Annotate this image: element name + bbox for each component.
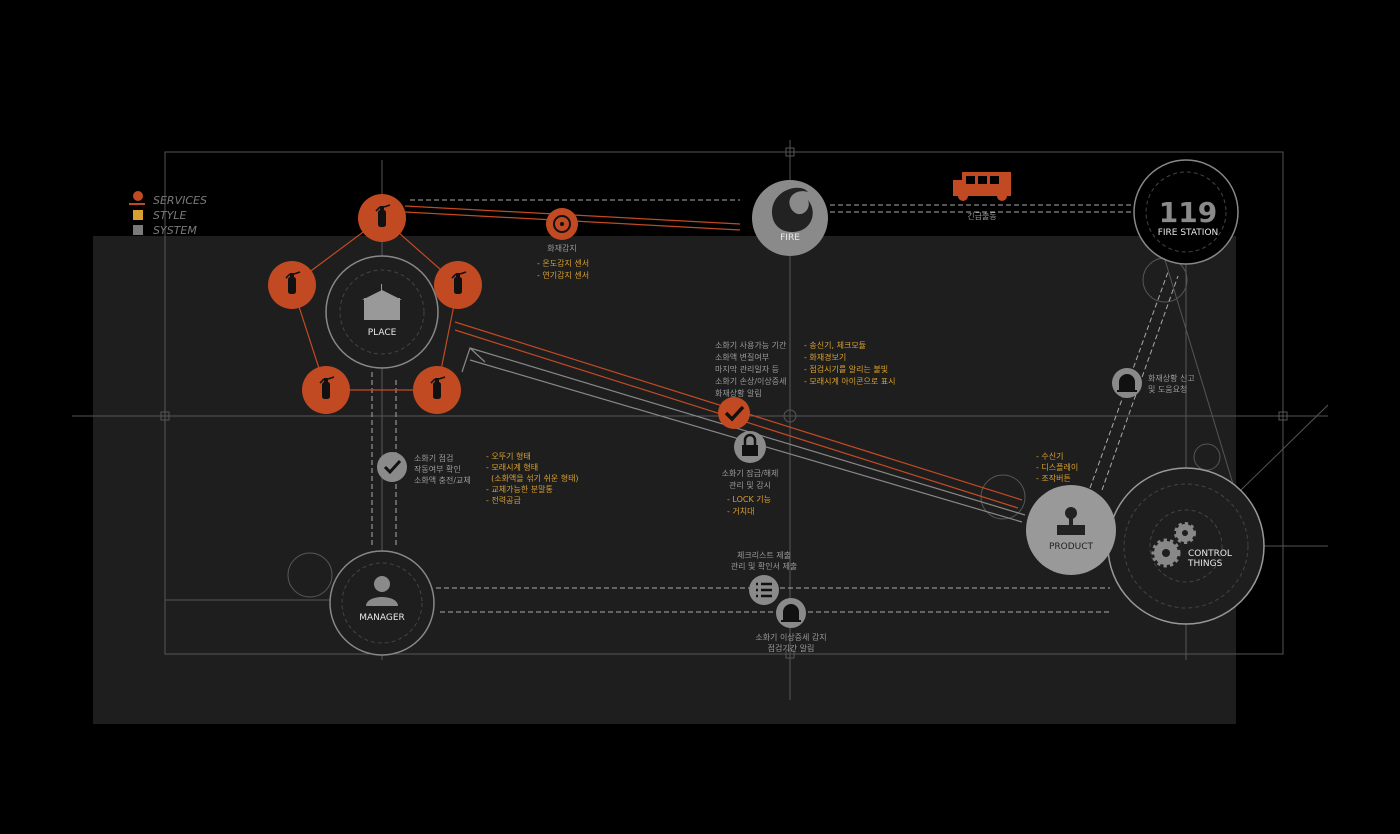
checklist-line: 체크리스트 제출 xyxy=(737,550,791,560)
extinguisher-icon[interactable] xyxy=(413,366,461,414)
form-line: - 전력공급 xyxy=(486,495,521,505)
joystick-icon xyxy=(1057,507,1085,535)
fire-station-label: FIRE STATION xyxy=(1158,228,1219,238)
manager-label: MANAGER xyxy=(359,613,405,623)
gears-icon xyxy=(1151,522,1196,568)
siren-icon[interactable] xyxy=(1112,368,1142,398)
control-part: - 디스플레이 xyxy=(1036,462,1078,472)
form-line: (소화액을 섞기 쉬운 형태) xyxy=(486,473,579,483)
control-things-node[interactable]: CONTROL THINGS xyxy=(1107,467,1265,625)
check-icon[interactable] xyxy=(377,452,407,482)
inspection-line: 작동여부 확인 xyxy=(414,464,461,474)
lock-item: - LOCK 기능 xyxy=(727,495,771,504)
square-icon xyxy=(133,210,143,220)
feature-line: - 모래시계 아이콘으로 표시 xyxy=(804,376,895,386)
fire-node[interactable]: FIRE xyxy=(752,180,828,256)
alert-line: 소화기 이상증세 감지 xyxy=(755,632,826,642)
inspection-line: 소화기 점검 xyxy=(414,453,453,463)
product-node[interactable]: PRODUCT xyxy=(1026,485,1116,575)
control-part: - 수신기 xyxy=(1036,452,1064,461)
inspection-line: 소화액 충전/교체 xyxy=(414,475,471,485)
product-label: PRODUCT xyxy=(1049,542,1094,552)
person-icon xyxy=(133,191,143,201)
status-line: 소화기 사용가능 기간 xyxy=(715,340,787,350)
check-icon[interactable] xyxy=(718,397,750,429)
control-label: CONTROL xyxy=(1188,549,1232,559)
lock-item: - 거치대 xyxy=(727,507,755,516)
control-label: THINGS xyxy=(1187,559,1223,569)
report-line: 화재상황 신고 xyxy=(1148,373,1195,383)
place-label: PLACE xyxy=(368,328,397,338)
dispatch-label: 긴급출동 xyxy=(967,211,996,221)
feature-line: - 점검시기를 알리는 불빛 xyxy=(804,364,888,374)
lock-icon[interactable] xyxy=(734,431,766,463)
legend-system: SYSTEM xyxy=(153,224,197,237)
person-icon xyxy=(366,576,398,606)
form-line: - 오뚜기 형태 xyxy=(486,452,531,461)
status-line: 마지막 관리일자 등 xyxy=(715,364,779,374)
place-node[interactable]: PLACE xyxy=(325,255,439,369)
lock-annotation: 소화기 잠금/해제 관리 및 감시 - LOCK 기능 - 거치대 xyxy=(722,468,779,516)
background-panel xyxy=(93,236,1236,724)
extinguisher-status: 소화기 사용가능 기간 소화액 변질여부 마지막 관리일자 등 소화기 손상/이… xyxy=(715,340,895,398)
status-line: 소화기 손상/이상증세 xyxy=(715,376,786,386)
form-line: - 교체가능한 분말통 xyxy=(486,484,553,494)
extinguisher-icon[interactable] xyxy=(268,261,316,309)
square-icon xyxy=(133,225,143,235)
control-part: - 조작버튼 xyxy=(1036,473,1071,483)
extinguisher-nodes xyxy=(268,194,482,414)
fire-label: FIRE xyxy=(780,233,800,243)
flame-icon xyxy=(772,187,813,232)
status-line: 화재상황 알림 xyxy=(715,388,762,398)
fire-detect-item: - 연기감지 센서 xyxy=(537,270,589,280)
fire-station-number: 119 xyxy=(1159,196,1217,229)
checklist-line: 관리 및 확인서 제출 xyxy=(731,561,798,571)
report-line: 및 도움요청 xyxy=(1148,384,1187,394)
list-icon[interactable] xyxy=(749,575,779,605)
lock-title: 소화기 잠금/해제 xyxy=(722,468,779,478)
status-line: 소화액 변질여부 xyxy=(715,352,769,362)
extinguisher-icon[interactable] xyxy=(434,261,482,309)
fire-truck-icon xyxy=(953,172,1011,201)
form-line: - 모래시계 형태 xyxy=(486,462,538,472)
legend-style: STYLE xyxy=(153,209,187,222)
alert-line: 점검기간 알림 xyxy=(768,643,815,653)
extinguisher-icon[interactable] xyxy=(358,194,406,242)
feature-line: - 송신기, 체크모듈 xyxy=(804,340,866,350)
building-icon xyxy=(362,284,402,320)
fire-detect-title: 화재감지 xyxy=(547,243,576,253)
legend: SERVICES STYLE SYSTEM xyxy=(129,191,207,237)
manager-node[interactable]: MANAGER xyxy=(329,550,435,656)
fire-station-node[interactable]: 119 FIRE STATION xyxy=(1133,159,1239,265)
fire-detect-group: 화재감지 - 온도감지 센서 - 연기감지 센서 xyxy=(537,208,589,280)
lock-title: 관리 및 감시 xyxy=(729,480,771,490)
extinguisher-icon[interactable] xyxy=(302,366,350,414)
fire-detect-item: - 온도감지 센서 xyxy=(537,258,589,268)
inspection-annotation: 소화기 점검 작동여부 확인 소화액 충전/교체 - 오뚜기 형태 - 모래시계… xyxy=(414,452,579,505)
feature-line: - 화재경보기 xyxy=(804,352,846,362)
siren-icon[interactable] xyxy=(776,598,806,628)
legend-services: SERVICES xyxy=(153,194,207,207)
